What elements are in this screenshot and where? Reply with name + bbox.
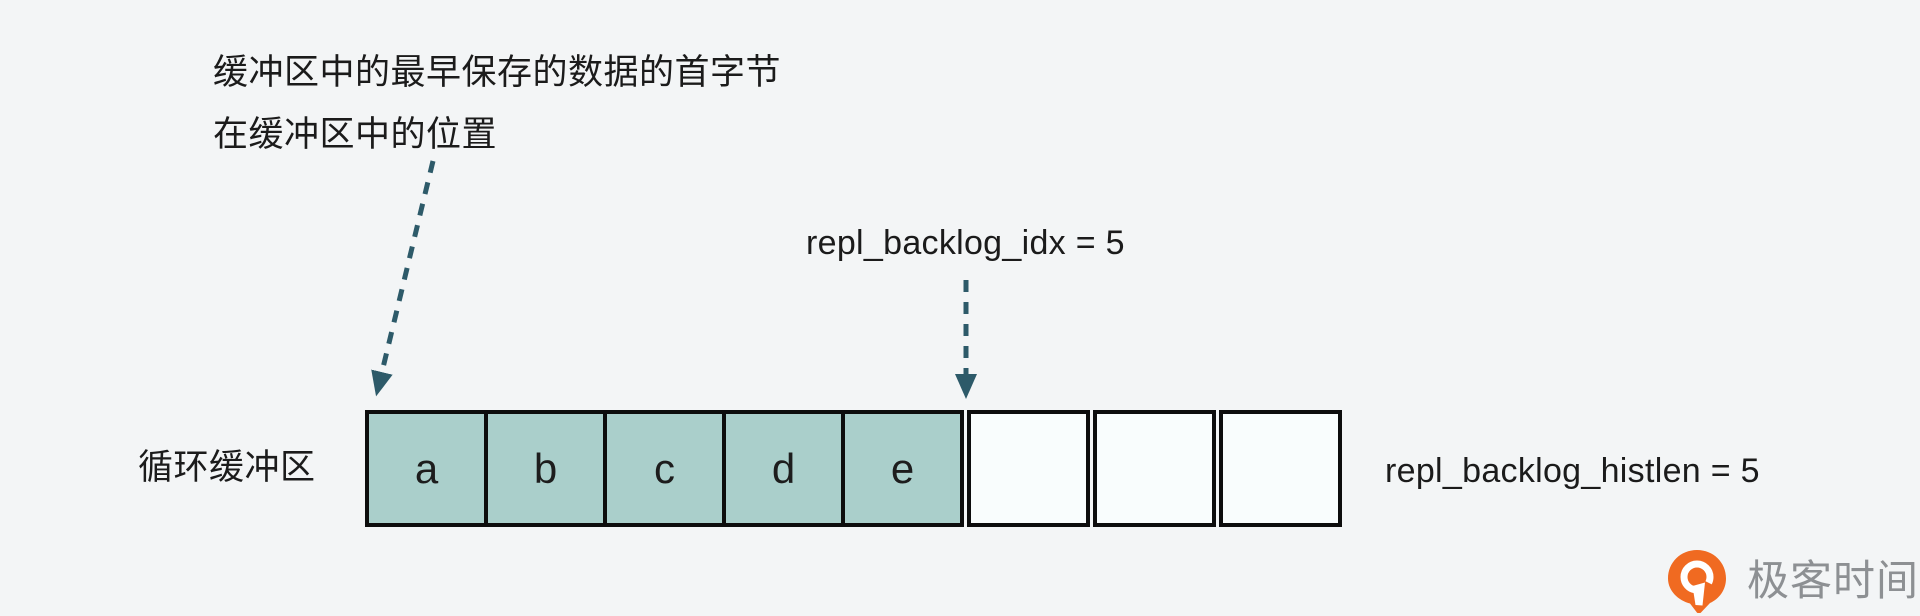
annotation-line1: 缓冲区中的最早保存的数据的首字节 — [213, 53, 782, 92]
buffer-cell: d — [722, 410, 845, 527]
geektime-logo-text: 极客时间 — [1747, 557, 1920, 604]
buffer-cell: a — [365, 410, 488, 527]
repl-backlog-idx-label: repl_backlog_idx = 5 — [806, 224, 1125, 262]
geektime-pin-icon — [1668, 550, 1726, 613]
buffer-cell: e — [841, 410, 964, 527]
buffer-cell — [967, 410, 1090, 527]
buffer-cell — [1093, 410, 1216, 527]
buffer-cell: b — [484, 410, 607, 527]
annotation-oldest-byte: 缓冲区中的最早保存的数据的首字节 在缓冲区中的位置 — [213, 42, 781, 166]
repl-backlog-histlen-label: repl_backlog_histlen = 5 — [1385, 452, 1760, 490]
dashed-arrow-down-left-icon — [371, 160, 436, 397]
buffer-cell: c — [603, 410, 726, 527]
geektime-logo: 极客时间 — [1658, 549, 1919, 613]
circular-buffer-label: 循环缓冲区 — [138, 448, 316, 487]
annotation-line2: 在缓冲区中的位置 — [213, 115, 498, 154]
buffer-cell — [1219, 410, 1342, 527]
